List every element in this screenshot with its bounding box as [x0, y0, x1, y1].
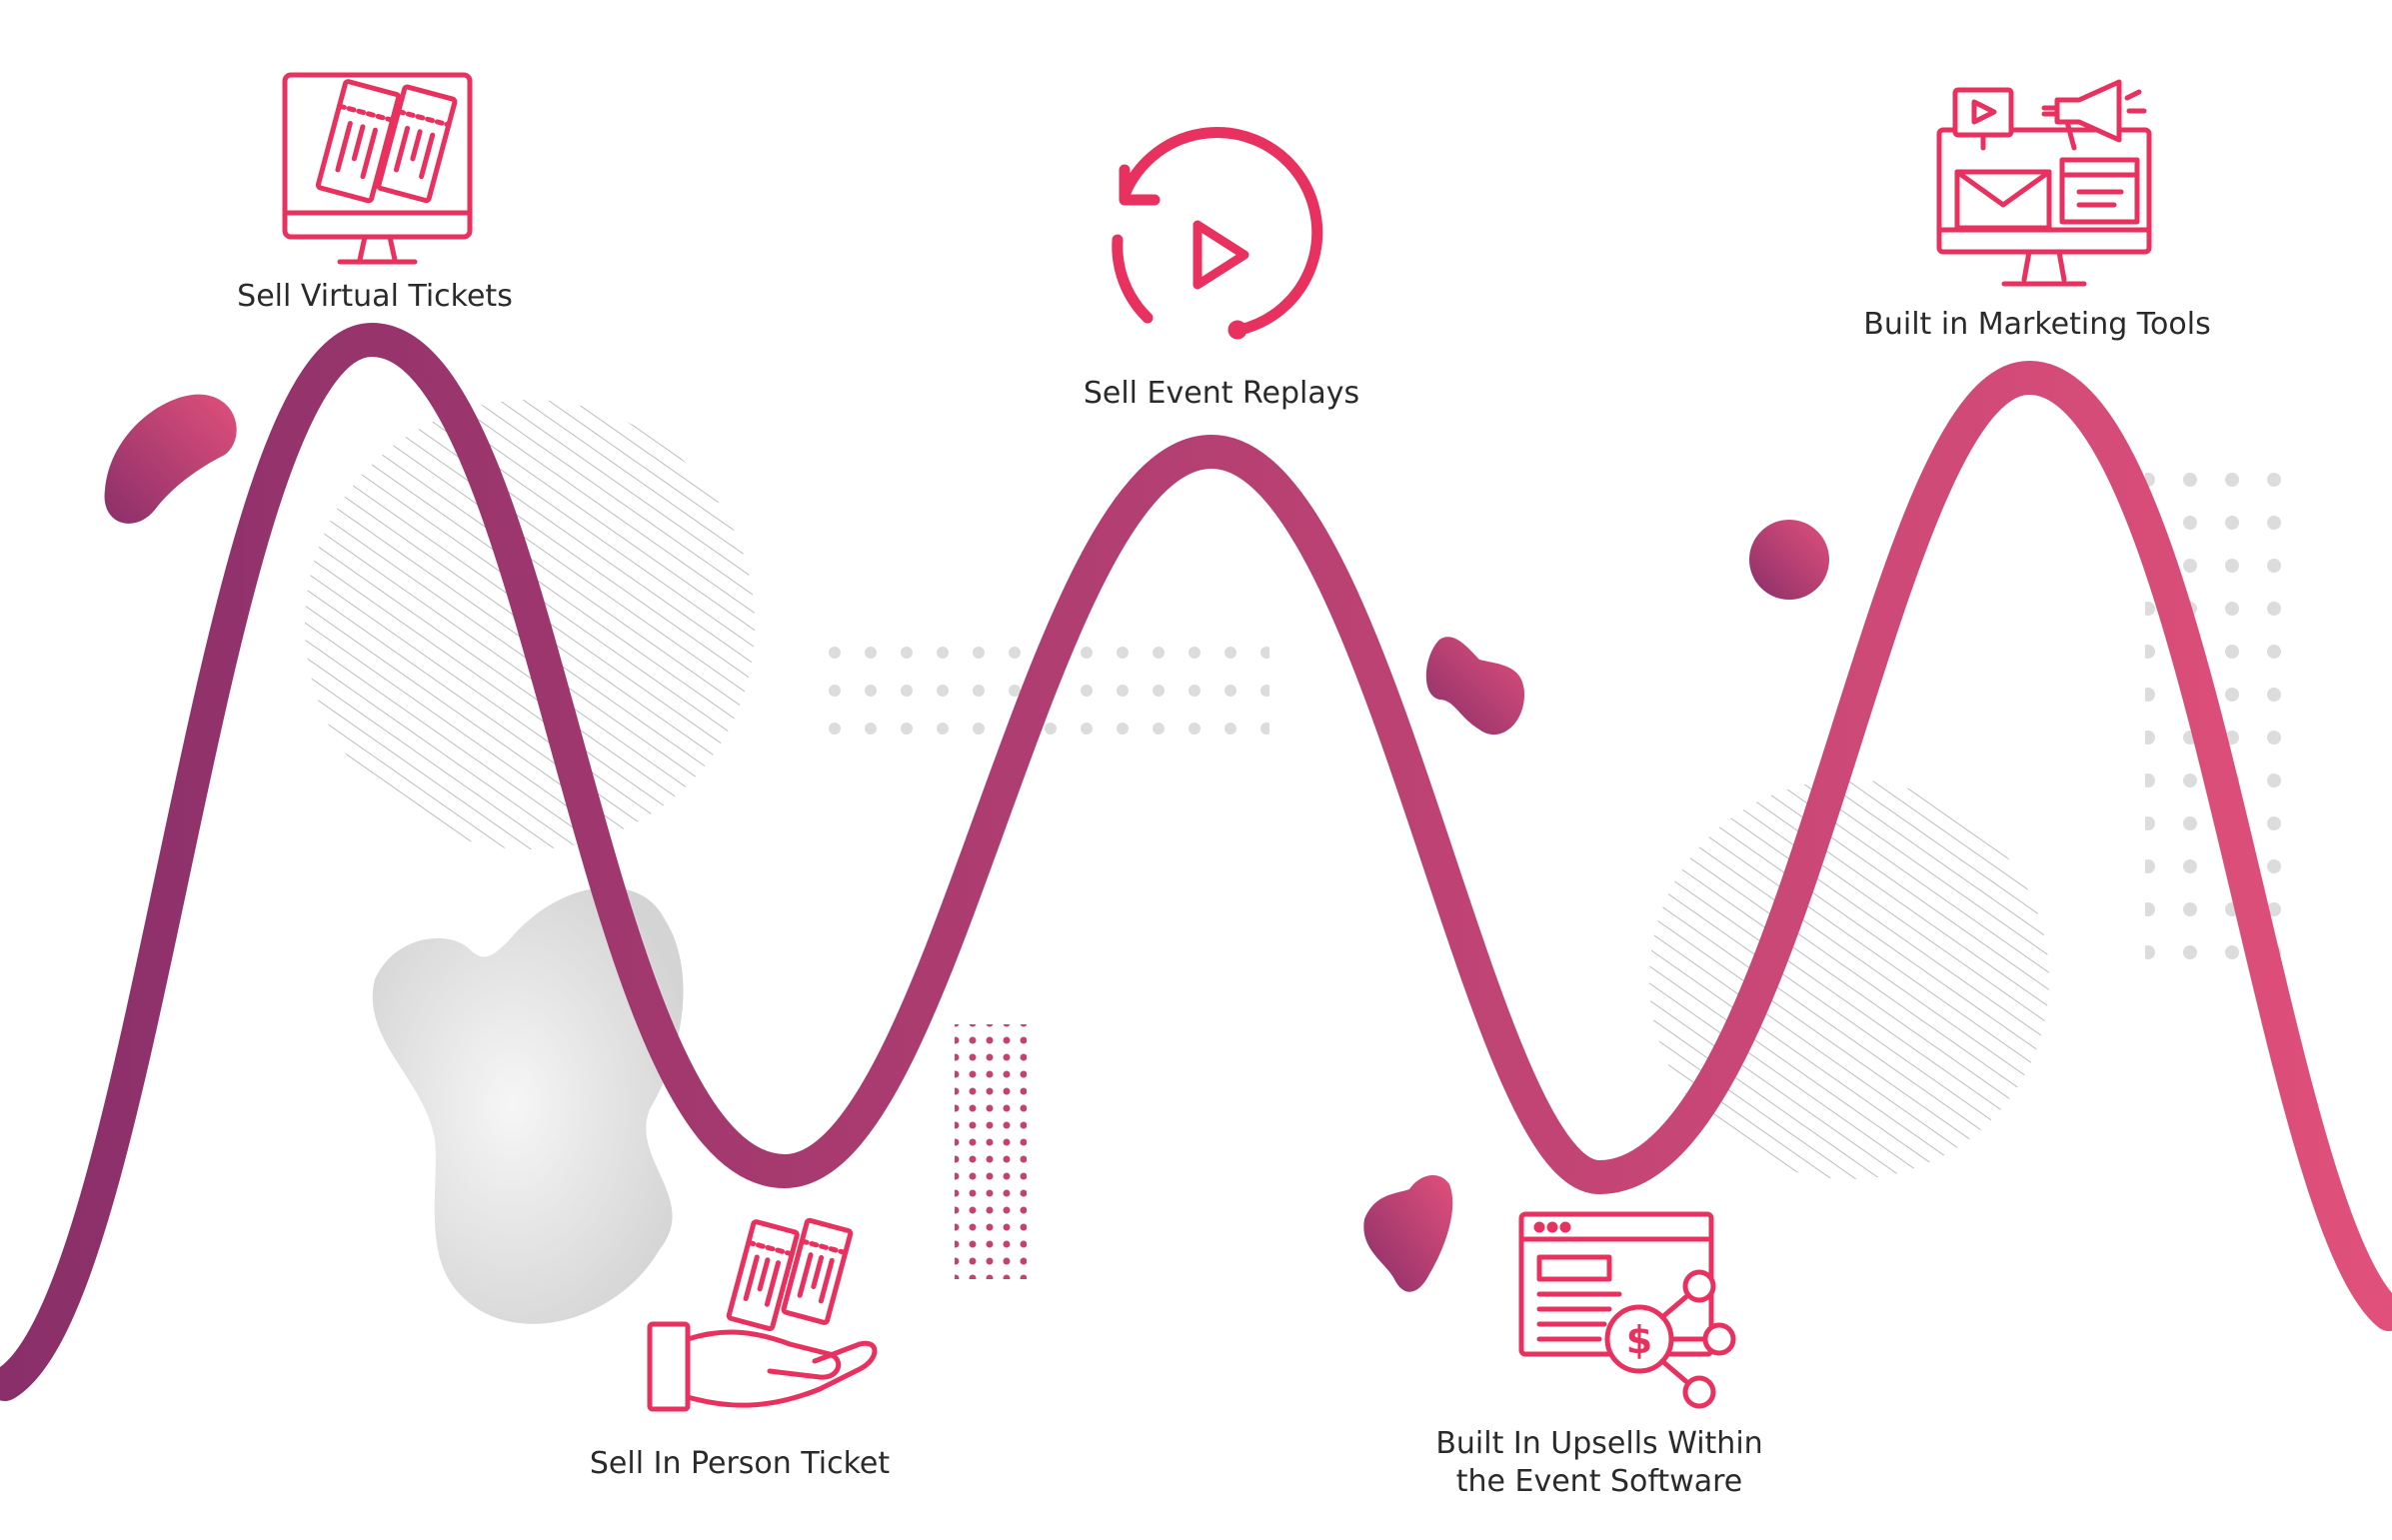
- blob-center: [1425, 637, 1524, 736]
- gray-blob: [372, 886, 684, 1324]
- milestone-label-inperson: Sell In Person Ticket: [589, 1446, 891, 1481]
- dot-grid-right: [2145, 455, 2303, 984]
- upsells-line-2: the Event Software: [1455, 1464, 1743, 1499]
- replay-icon: [1112, 127, 1323, 340]
- wave-line: [0, 322, 2392, 1401]
- milestone-label-upsells: Built In Upsells Within the Event Softwa…: [1419, 1425, 1779, 1501]
- milestone-label-marketing: Built in Marketing Tools: [1863, 307, 2211, 342]
- milestone-label-replays: Sell Event Replays: [1083, 376, 1360, 411]
- blob-top-left: [104, 394, 237, 524]
- upsell-browser-icon: $: [1518, 1211, 1736, 1409]
- ticket-monitor-icon: [282, 72, 473, 265]
- background-decor: [104, 394, 2303, 1324]
- blob-circle: [1749, 520, 1829, 600]
- hatch-circle-right: [1649, 779, 2049, 1179]
- upsells-line-1: Built In Upsells Within: [1435, 1426, 1763, 1461]
- ticket-hand-icon: [647, 1217, 878, 1412]
- blob-bottom: [1363, 1174, 1453, 1292]
- marketing-tools-icon: [1936, 79, 2152, 287]
- dot-grid-pink: [955, 1024, 1027, 1279]
- svg-text:$: $: [1626, 1318, 1652, 1362]
- milestone-label-virtual: Sell Virtual Tickets: [237, 279, 513, 314]
